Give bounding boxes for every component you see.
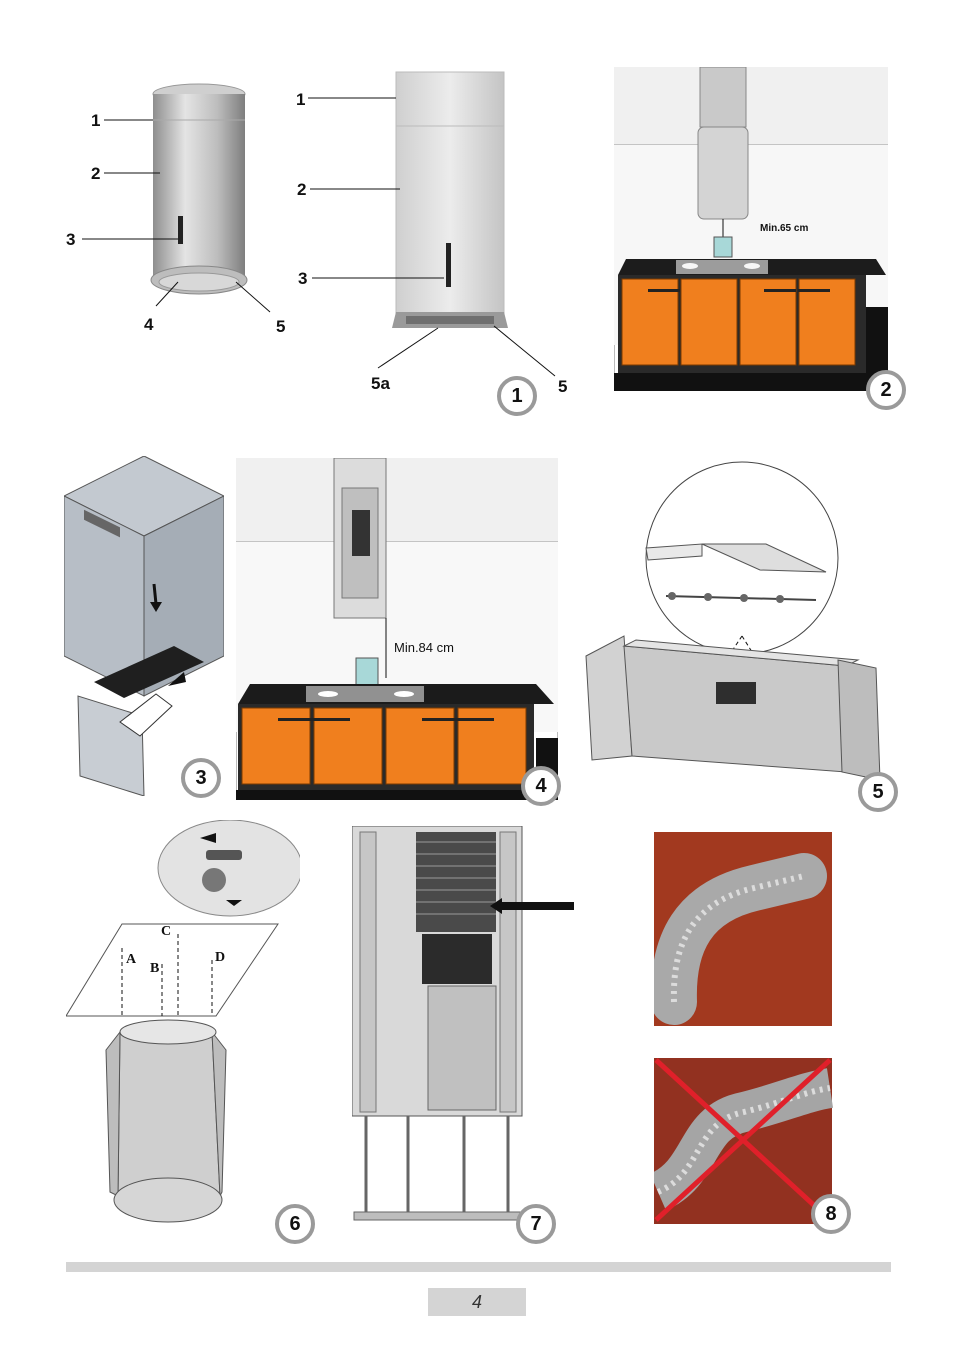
label-2: 2 xyxy=(91,164,101,183)
figure-6-badge: 6 xyxy=(275,1204,315,1244)
page-number: 4 xyxy=(428,1288,526,1316)
figure-4-badge: 4 xyxy=(521,766,561,806)
figure-8 xyxy=(648,832,834,1224)
label-5-b: 5 xyxy=(558,377,568,396)
duct-photos xyxy=(648,832,834,1224)
ceiling-mounting-illustration xyxy=(65,819,303,1223)
screw-b: B xyxy=(150,961,160,976)
label-1-b: 1 xyxy=(296,90,306,109)
min-distance-84: Min.84 cm xyxy=(394,640,454,655)
kitchen-island-scene-2 xyxy=(235,457,559,801)
min-distance-65: Min.65 cm xyxy=(760,223,809,234)
footer-rule xyxy=(66,1262,891,1272)
figure-8-badge: 8 xyxy=(811,1194,851,1234)
figure-5 xyxy=(576,460,900,790)
figure-2: Min.65 cm xyxy=(613,66,889,392)
screw-c: C xyxy=(161,924,172,939)
figure-7 xyxy=(351,825,578,1226)
kitchen-island-scene xyxy=(613,66,889,392)
hood-illustrations xyxy=(82,71,556,377)
figure-7-badge: 7 xyxy=(516,1204,556,1244)
figure-1: 1 2 3 4 5 1 2 3 5a 5 xyxy=(60,60,580,430)
filter-removal-illustration xyxy=(62,455,226,797)
label-1: 1 xyxy=(91,111,101,130)
figure-3 xyxy=(62,455,226,797)
label-3-b: 3 xyxy=(298,269,308,288)
label-4: 4 xyxy=(144,315,154,334)
figure-1-badge: 1 xyxy=(497,376,537,416)
screw-a: A xyxy=(126,952,137,967)
label-2-b: 2 xyxy=(297,180,307,199)
figure-6: A B C D xyxy=(65,819,303,1224)
duct-installation-illustration xyxy=(351,825,574,1221)
figure-3-badge: 3 xyxy=(181,758,221,798)
label-3: 3 xyxy=(66,230,76,249)
figure-2-badge: 2 xyxy=(866,370,906,410)
frame-assembly-illustration xyxy=(585,461,881,781)
figure-5-badge: 5 xyxy=(858,772,898,812)
screw-d: D xyxy=(215,950,226,965)
figure-4: Min.84 cm xyxy=(235,457,559,801)
label-5: 5 xyxy=(276,317,286,336)
label-5a: 5a xyxy=(371,374,390,393)
